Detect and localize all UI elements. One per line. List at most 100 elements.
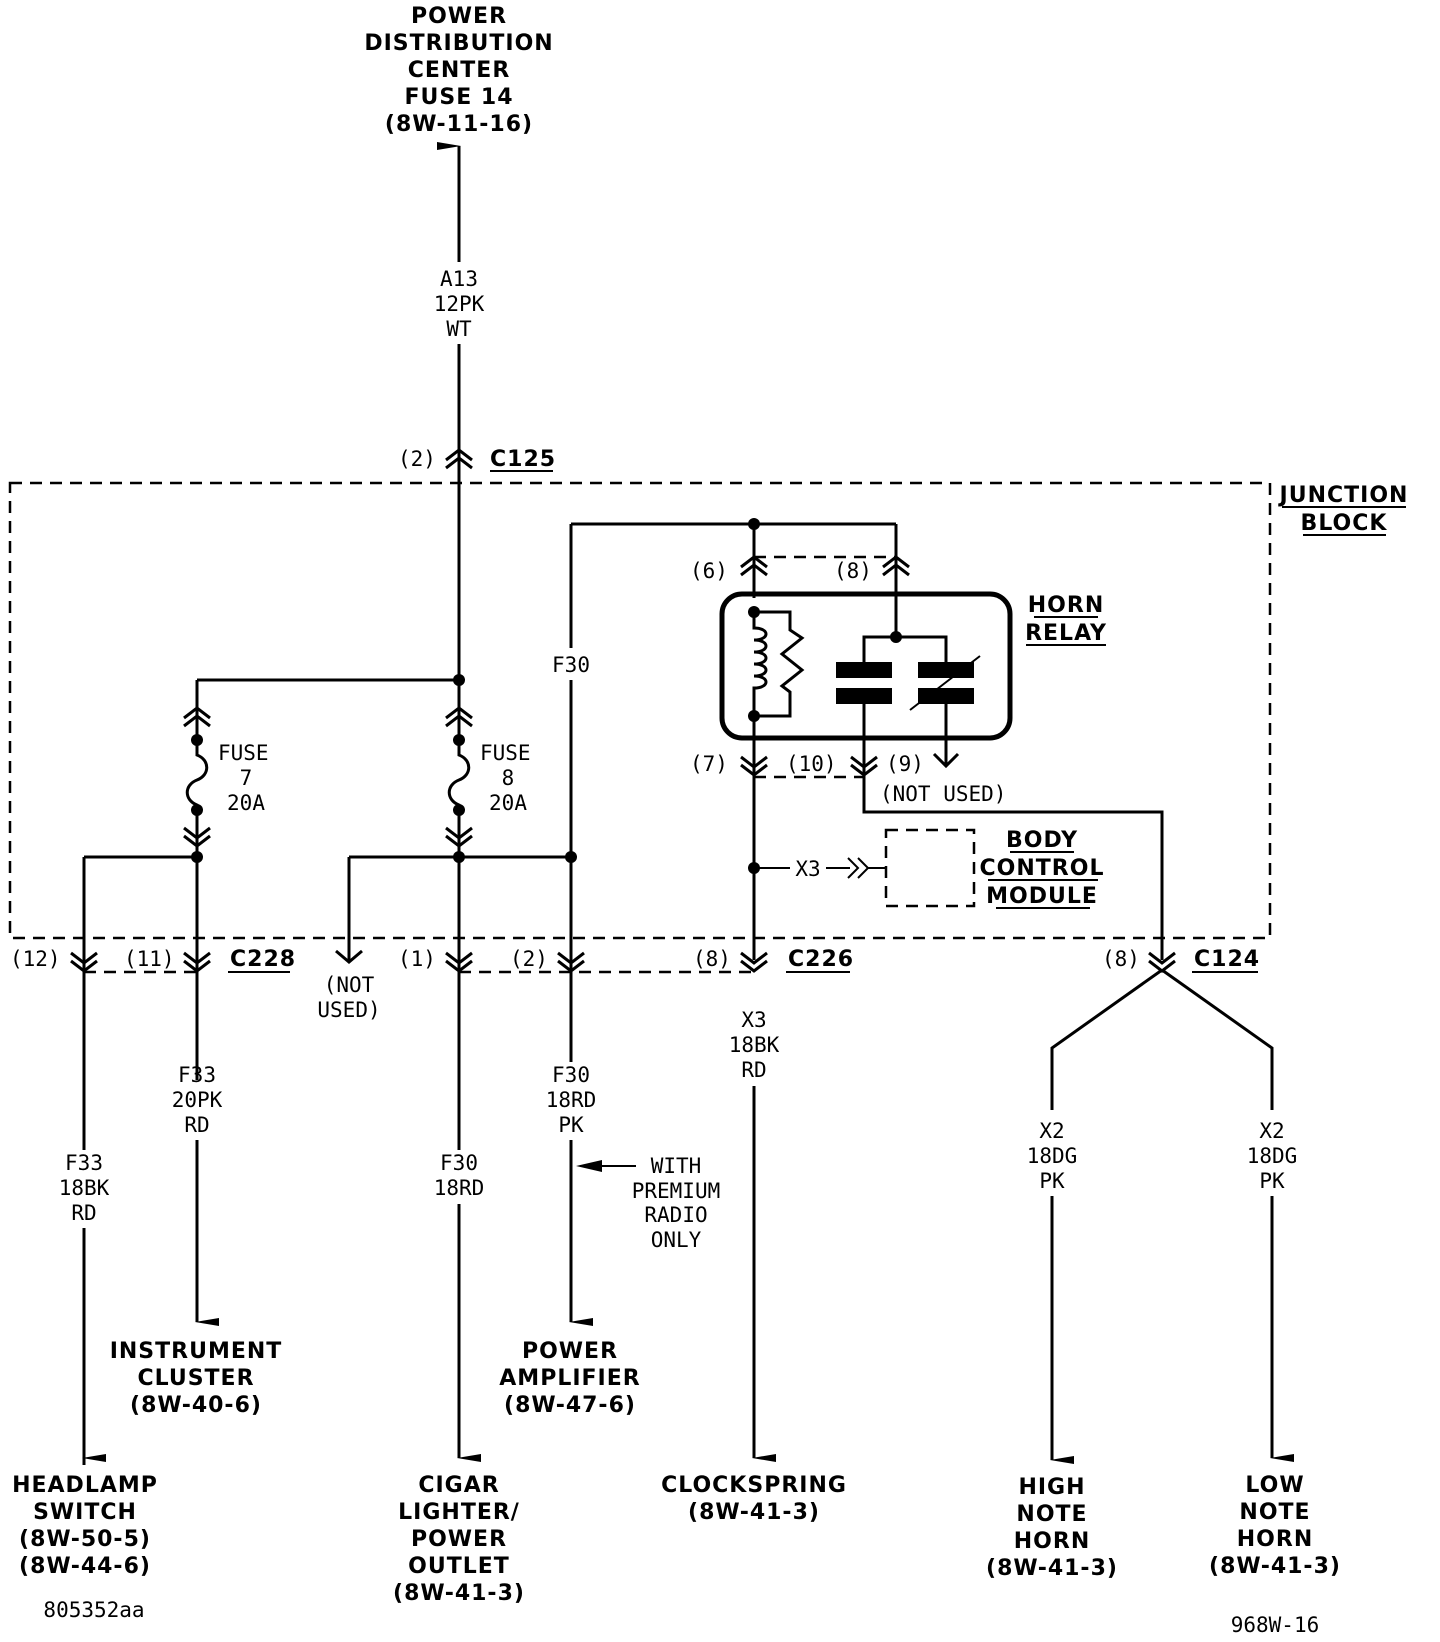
open-connector-icon bbox=[335, 949, 363, 964]
connector-name: C228 bbox=[230, 947, 296, 972]
destination-instrument-cluster: INSTRUMENT CLUSTER (8W-40-6) bbox=[110, 1339, 282, 1418]
connector-c226: (1) (2) (8) C226 bbox=[398, 947, 854, 974]
pin-number: (9) bbox=[886, 752, 924, 776]
pin-number: (6) bbox=[690, 559, 728, 583]
wire-label: PK bbox=[1039, 1169, 1065, 1193]
destination-line: HORN bbox=[1014, 1529, 1090, 1554]
wire-label: A13 bbox=[440, 267, 478, 291]
wire-f30-lighter: F30 18RD bbox=[430, 1150, 488, 1462]
wire-label: 12PK bbox=[434, 292, 485, 316]
source-line: (8W-11-16) bbox=[385, 112, 533, 137]
connector-symbol-icon bbox=[70, 951, 98, 973]
fuse-label: 8 bbox=[502, 766, 515, 790]
figure-id-right: 968W-16 bbox=[1231, 1613, 1320, 1637]
destination-line: NOTE bbox=[1016, 1502, 1087, 1527]
source-line: CENTER bbox=[408, 58, 511, 83]
contact-icon bbox=[836, 662, 892, 678]
source-label-power-distribution-center: POWER DISTRIBUTION CENTER FUSE 14 (8W-11… bbox=[364, 4, 553, 137]
connector-symbol-icon bbox=[557, 951, 585, 973]
destination-line: AMPLIFIER bbox=[499, 1366, 640, 1391]
wire-label: X2 bbox=[1039, 1119, 1064, 1143]
pin-number: (11) bbox=[124, 947, 175, 971]
destination-line: (8W-41-3) bbox=[1209, 1554, 1341, 1579]
connector-symbol-icon bbox=[740, 951, 768, 973]
wire-label: 18RD bbox=[434, 1176, 485, 1200]
wire-label: 18DG bbox=[1027, 1144, 1078, 1168]
destination-line: CLUSTER bbox=[137, 1366, 254, 1391]
horn-relay bbox=[719, 591, 1013, 770]
wire-label: 18RD bbox=[546, 1088, 597, 1112]
wire-label: PK bbox=[1259, 1169, 1285, 1193]
destination-line: (8W-41-3) bbox=[688, 1500, 820, 1525]
wire-label: F30 bbox=[440, 1151, 478, 1175]
wire-label: F33 bbox=[65, 1151, 103, 1175]
wire-label: 18BK bbox=[729, 1033, 780, 1057]
pin-number: (2) bbox=[398, 447, 436, 471]
label-line: MODULE bbox=[986, 884, 1098, 909]
connector-symbol-icon bbox=[882, 555, 910, 577]
pin-number: (1) bbox=[398, 947, 436, 971]
connector-symbol-icon bbox=[183, 826, 211, 848]
source-line: DISTRIBUTION bbox=[364, 31, 553, 56]
wire-x3-clockspring: X3 18BK RD bbox=[729, 1008, 780, 1462]
connector-symbol-icon bbox=[445, 826, 473, 848]
pin-number: (12) bbox=[10, 947, 61, 971]
destination-line: SWITCH bbox=[33, 1500, 137, 1525]
label-line: CONTROL bbox=[980, 856, 1105, 881]
connector-name: C226 bbox=[788, 947, 854, 972]
wire-label: X3 bbox=[795, 857, 820, 881]
connector-name: C124 bbox=[1194, 947, 1260, 972]
wire-a13: A13 12PK WT bbox=[434, 142, 485, 680]
connector-symbol-icon bbox=[445, 951, 473, 973]
note-premium-radio: WITH PREMIUM RADIO ONLY bbox=[632, 1154, 721, 1252]
destination-headlamp-switch: HEADLAMP SWITCH (8W-50-5) (8W-44-6) bbox=[12, 1473, 158, 1579]
destination-line: NOTE bbox=[1239, 1500, 1310, 1525]
destination-line: (8W-41-3) bbox=[986, 1556, 1118, 1581]
body-control-module-box bbox=[884, 828, 976, 908]
wire-label: 18BK bbox=[59, 1176, 110, 1200]
note-line: PREMIUM bbox=[632, 1179, 721, 1203]
junction-block-label: JUNCTION BLOCK bbox=[1278, 483, 1407, 536]
wire-label: X3 bbox=[741, 1008, 766, 1032]
wire-label: 18DG bbox=[1247, 1144, 1298, 1168]
connector-name: C125 bbox=[490, 447, 556, 472]
contact-icon bbox=[918, 662, 974, 678]
wire-x2-high-horn: X2 18DG PK bbox=[1027, 1119, 1078, 1464]
destination-line: POWER bbox=[522, 1339, 618, 1364]
destination-line: HEADLAMP bbox=[12, 1473, 158, 1498]
not-used-label: (NOT bbox=[324, 973, 375, 997]
fuse-label: 7 bbox=[240, 766, 253, 790]
destination-line: LOW bbox=[1245, 1473, 1304, 1498]
fuse-8: FUSE 8 20A bbox=[445, 680, 531, 857]
wire-label: RD bbox=[184, 1113, 209, 1137]
connector-symbol-icon bbox=[445, 706, 473, 728]
destination-line: CIGAR bbox=[418, 1473, 499, 1498]
connector-symbol-icon bbox=[740, 755, 768, 777]
note-line: WITH bbox=[651, 1154, 702, 1178]
connector-c124: (8) C124 bbox=[1102, 947, 1260, 973]
wire-label: WT bbox=[446, 317, 472, 341]
left-arrow-icon bbox=[576, 1160, 602, 1172]
not-used-label: USED) bbox=[317, 998, 380, 1022]
figure-id-left: 805352aa bbox=[43, 1598, 144, 1622]
destination-line: (8W-41-3) bbox=[393, 1581, 525, 1606]
pin-number: (10) bbox=[786, 752, 837, 776]
wire-f30-amplifier: F30 18RD PK bbox=[546, 1063, 636, 1326]
wire-f33-headlamp: F33 18BK RD bbox=[59, 1150, 110, 1462]
wire-label: F30 bbox=[552, 653, 590, 677]
fuse-label: 20A bbox=[227, 791, 265, 815]
fuse-label: FUSE bbox=[480, 741, 531, 765]
destination-line: LIGHTER/ bbox=[398, 1500, 520, 1525]
destination-low-note-horn: LOW NOTE HORN (8W-41-3) bbox=[1209, 1473, 1341, 1579]
connector-symbol-icon bbox=[740, 555, 768, 577]
destination-line: (8W-44-6) bbox=[19, 1554, 151, 1579]
destination-line: HORN bbox=[1237, 1527, 1313, 1552]
wire-label: 20PK bbox=[172, 1088, 223, 1112]
destination-line: (8W-47-6) bbox=[504, 1393, 636, 1418]
connector-symbol-icon bbox=[183, 951, 211, 973]
label-line: BLOCK bbox=[1301, 511, 1388, 536]
destination-line: HIGH bbox=[1018, 1475, 1085, 1500]
destination-line: (8W-50-5) bbox=[19, 1527, 151, 1552]
pin-number: (7) bbox=[690, 752, 728, 776]
